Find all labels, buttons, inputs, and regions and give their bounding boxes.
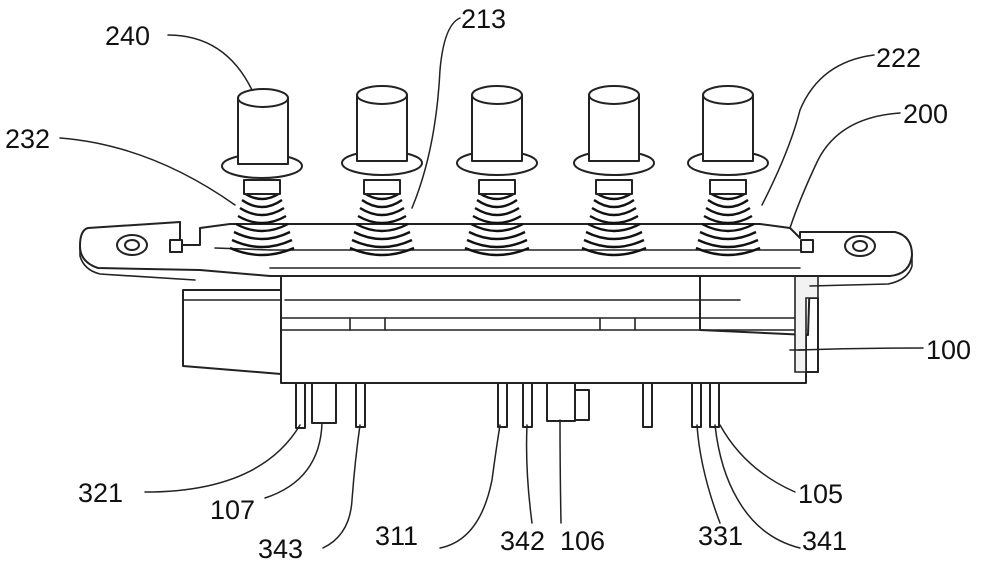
lower-housing — [183, 270, 818, 383]
label-331: 331 — [698, 521, 743, 551]
label-105: 105 — [798, 479, 843, 509]
label-321: 321 — [78, 478, 123, 508]
label-106: 106 — [560, 526, 605, 556]
label-341: 341 — [802, 526, 847, 556]
label-200: 200 — [903, 99, 948, 129]
label-240: 240 — [105, 21, 150, 51]
label-232: 232 — [5, 124, 50, 154]
label-343: 343 — [258, 534, 303, 564]
label-107: 107 — [210, 495, 255, 525]
label-311: 311 — [375, 521, 418, 551]
label-342: 342 — [500, 526, 545, 556]
label-100: 100 — [926, 335, 971, 365]
label-213: 213 — [461, 4, 506, 34]
label-222: 222 — [876, 43, 921, 73]
terminal-pins — [296, 383, 719, 428]
